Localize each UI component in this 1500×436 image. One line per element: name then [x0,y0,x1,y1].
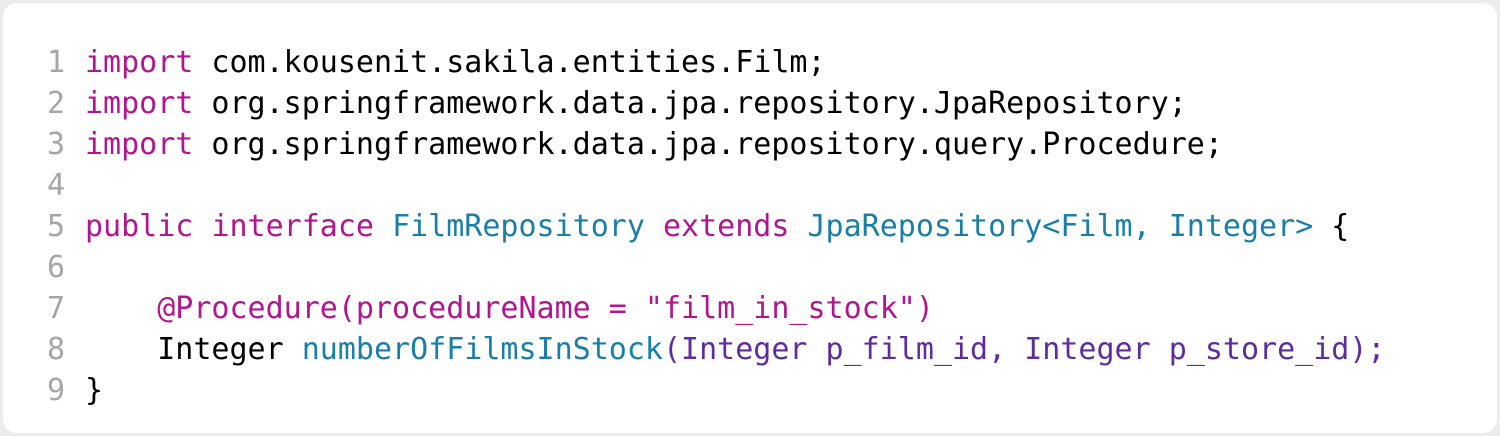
code-token: com.kousenit.sakila.entities.Film; [193,45,826,80]
line-number: 4 [46,168,65,203]
code-token: numberOfFilmsInStock [301,332,663,367]
code-token [85,291,157,326]
line-number: 2 [46,86,65,121]
code-token: FilmRepository [392,209,645,244]
line-code: import com.kousenit.sakila.entities.Film… [65,42,826,83]
line-code: } [65,370,103,411]
code-token [193,209,211,244]
line-code [65,247,85,288]
line-number: 3 [46,127,65,162]
code-token: interface [211,209,374,244]
code-line: 6 [3,247,1385,288]
line-number: 8 [46,332,65,367]
code-token: org.springframework.data.jpa.repository.… [193,86,1187,121]
line-number: 1 [46,45,65,80]
code-line: 4 [3,165,1385,206]
line-code [65,165,85,206]
code-token: extends [663,209,790,244]
code-line: 8 Integer numberOfFilmsInStock(Integer p… [3,329,1386,370]
code-token [645,209,663,244]
code-token: (Integer p_film_id, Integer p_store_id); [662,332,1386,367]
line-number: 5 [46,209,65,244]
line-code: @Procedure(procedureName = "film_in_stoc… [65,288,934,329]
line-code: import org.springframework.data.jpa.repo… [65,83,1187,124]
line-code: Integer numberOfFilmsInStock(Integer p_f… [65,329,1385,370]
code-line: 7 @Procedure(procedureName = "film_in_st… [3,288,1385,329]
line-number: 7 [46,291,65,326]
code-token: import [85,45,194,80]
line-number: 6 [46,250,65,285]
code-token [789,209,807,244]
code-token: Integer [85,332,302,367]
line-number: 9 [46,373,65,408]
code-line: 9} [3,370,1385,411]
code-token: import [85,127,194,162]
code-token: public [85,209,194,244]
code-token: { [1313,209,1350,244]
code-token [374,209,392,244]
line-code: public interface FilmRepository extends … [65,206,1349,247]
code-token: JpaRepository<Film, Integer> [807,209,1314,244]
line-code: import org.springframework.data.jpa.repo… [65,124,1223,165]
code-token: import [85,86,194,121]
code-token: @Procedure(procedureName = "film_in_stoc… [157,291,934,326]
code-token: org.springframework.data.jpa.repository.… [193,127,1223,162]
code-token: } [85,373,104,408]
